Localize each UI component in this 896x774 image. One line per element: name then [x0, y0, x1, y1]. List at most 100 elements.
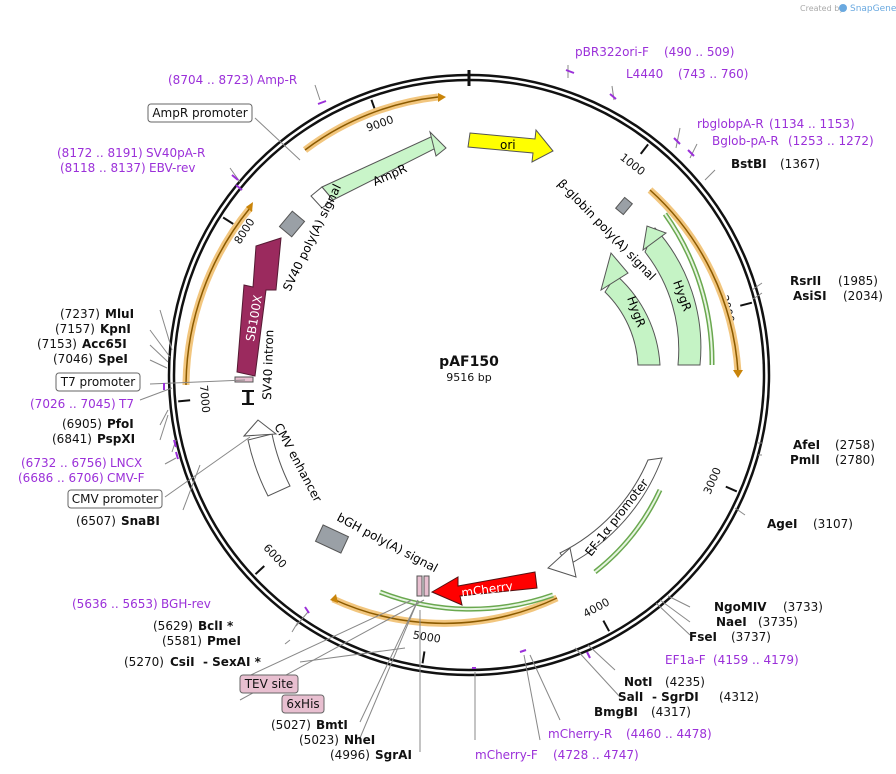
ef1a-green-arc-inner — [594, 489, 661, 573]
primer-l4440-range: (743 .. 760) — [678, 67, 748, 81]
enzyme-pmli-pos: (2780) — [835, 453, 875, 467]
enzyme-spei-pos: (7046) — [53, 352, 93, 366]
enzyme-snabi: SnaBI — [121, 514, 160, 528]
mcherry-green-arc-inner — [379, 591, 554, 611]
primer-bglob-pa-r-range: (1253 .. 1272) — [788, 134, 874, 148]
ampr-promoter-label: AmpR promoter — [152, 106, 247, 120]
cmv-promoter-box — [67, 489, 163, 509]
enzyme-sali: SalI — [618, 690, 643, 704]
enzyme-fsei: FseI — [689, 630, 717, 644]
enzyme-ngomiv: NgoMIV — [714, 600, 767, 614]
primer-mcherry-f-range: (4728 .. 4747) — [553, 748, 639, 762]
enzyme-pmli: PmlI — [790, 453, 820, 467]
tick-label: 4000 — [581, 596, 612, 621]
enzyme-agei: AgeI — [767, 517, 797, 531]
cmv-enhancer-arrow — [247, 433, 291, 497]
enzyme-pfoi: PfoI — [107, 417, 134, 431]
primer-marks — [163, 69, 695, 669]
enzyme-acc65i: Acc65I — [82, 337, 127, 351]
primer-t7: T7 — [118, 397, 134, 411]
primer-cmv-f: CMV-F — [107, 471, 145, 485]
enzyme-asisi-pos: (2034) — [843, 289, 883, 303]
primer-mcherry-r-range: (4460 .. 4478) — [626, 727, 712, 741]
tick-mark — [254, 565, 265, 575]
enzyme-nhei-pos: (5023) — [299, 733, 339, 747]
primer-cmv-f-range: (6686 .. 6706) — [18, 471, 104, 485]
enzyme-agei-pos: (3107) — [813, 517, 853, 531]
enzyme-kpni-pos: (7157) — [55, 322, 95, 336]
primer-ef1a-f: EF1a-F — [665, 653, 706, 667]
sv40-polya-box — [278, 210, 306, 238]
tick-mark — [602, 620, 610, 632]
hygr-inner-arrow-head — [600, 251, 629, 292]
tick-mark — [178, 399, 191, 403]
primer-mcherry-f: mCherry-F — [475, 748, 538, 762]
primer-pbr322ori-f-range: (490 .. 509) — [664, 45, 734, 59]
primer-amp-r-range: (8704 .. 8723) — [168, 73, 254, 87]
enzyme-bstbi-pos: (1367) — [780, 157, 820, 171]
primer-ef1a-f-range: (4159 .. 4179) — [713, 653, 799, 667]
enzyme-labels-left: (7237) MluI (7157) KpnI (7153) Acc65I (7… — [37, 307, 412, 762]
tick-mark — [421, 651, 426, 664]
primer-bglob-pa-r: Bglob-pA-R — [712, 134, 779, 148]
cmv-enhancer-head — [242, 419, 278, 437]
enzyme-kpni: KpnI — [100, 322, 131, 336]
hyg-orange-head — [733, 370, 743, 378]
enzyme-csii-pos: (5270) — [124, 655, 164, 669]
ampr-promoter-arrow — [310, 186, 334, 209]
enzyme-sexai: - SexAI * — [203, 655, 262, 669]
bgh-polya-box — [314, 524, 350, 554]
primer-lncx-range: (6732 .. 6756) — [21, 456, 107, 470]
enzyme-mlui: MluI — [105, 307, 134, 321]
boxed-labels: AmpR promoter T7 promoter CMV promoter T… — [55, 103, 325, 714]
enzyme-pfoi-pos: (6905) — [62, 417, 102, 431]
hygr-outer-arrow-head — [642, 225, 668, 252]
tick-label: 1000 — [617, 151, 647, 178]
ori-label: ori — [500, 138, 516, 152]
enzyme-nhei: NheI — [344, 733, 375, 747]
enzyme-bmgbi-pos: (4317) — [651, 705, 691, 719]
primer-rbglobpa-r: rbglobpA-R — [697, 117, 764, 131]
tev-site-box — [239, 674, 299, 694]
primer-sv40pa-r-range: (8172 .. 8191) — [57, 146, 143, 160]
enzyme-pspxi: PspXI — [97, 432, 135, 446]
enzyme-afei-pos: (2758) — [835, 438, 875, 452]
plasmid-name: pAF150 — [439, 354, 499, 370]
cmv-promoter-label: CMV promoter — [72, 492, 159, 506]
beta-globin-polya-box — [614, 196, 634, 216]
enzyme-labels-right: BstBI (1367) RsrII (1985) AsiSI (2034) A… — [594, 157, 883, 719]
hyg-orange-arc-core — [649, 189, 739, 373]
ampr-outer-head — [438, 93, 446, 102]
sb100x-arrow — [236, 237, 282, 377]
enzyme-snabi-pos: (6507) — [76, 514, 116, 528]
left-orange-arc-core — [185, 207, 251, 386]
enzyme-rsrii: RsrII — [790, 274, 821, 288]
enzyme-csii: CsiI — [170, 655, 195, 669]
ef1a-label: EF-1α promoter — [582, 476, 651, 559]
t7-promoter-label: T7 promoter — [60, 375, 136, 389]
enzyme-pspxi-pos: (6841) — [52, 432, 92, 446]
mcherry-orange-arc-core — [332, 597, 558, 625]
enzyme-sgrai: SgrAI — [375, 748, 412, 762]
enzyme-pmei: PmeI — [207, 634, 241, 648]
primer-sv40pa-r: SV40pA-R — [146, 146, 205, 160]
tick-mark — [725, 485, 738, 493]
primer-ebv-rev-range: (8118 .. 8137) — [60, 161, 146, 175]
enzyme-afei: AfeI — [793, 438, 820, 452]
primer-bgh-rev-range: (5636 .. 5653) — [72, 597, 158, 611]
left-orange-head — [246, 202, 253, 212]
enzyme-sgrdi: - SgrDI — [652, 690, 699, 704]
tick-mark — [639, 143, 649, 155]
primer-t7-range: (7026 .. 7045) — [30, 397, 116, 411]
mcherry-label: mCherry — [460, 579, 513, 600]
enzyme-bstbi: BstBI — [731, 157, 767, 171]
ori-arrow — [467, 128, 554, 163]
primer-lncx: LNCX — [110, 456, 142, 470]
t7-promoter-box — [55, 372, 141, 392]
snapgene-logo-icon — [839, 4, 847, 12]
enzyme-noti-pos: (4235) — [665, 675, 705, 689]
bgh-polya-label: bGH poly(A) signal — [335, 510, 440, 575]
primer-bgh-rev: BGH-rev — [161, 597, 211, 611]
